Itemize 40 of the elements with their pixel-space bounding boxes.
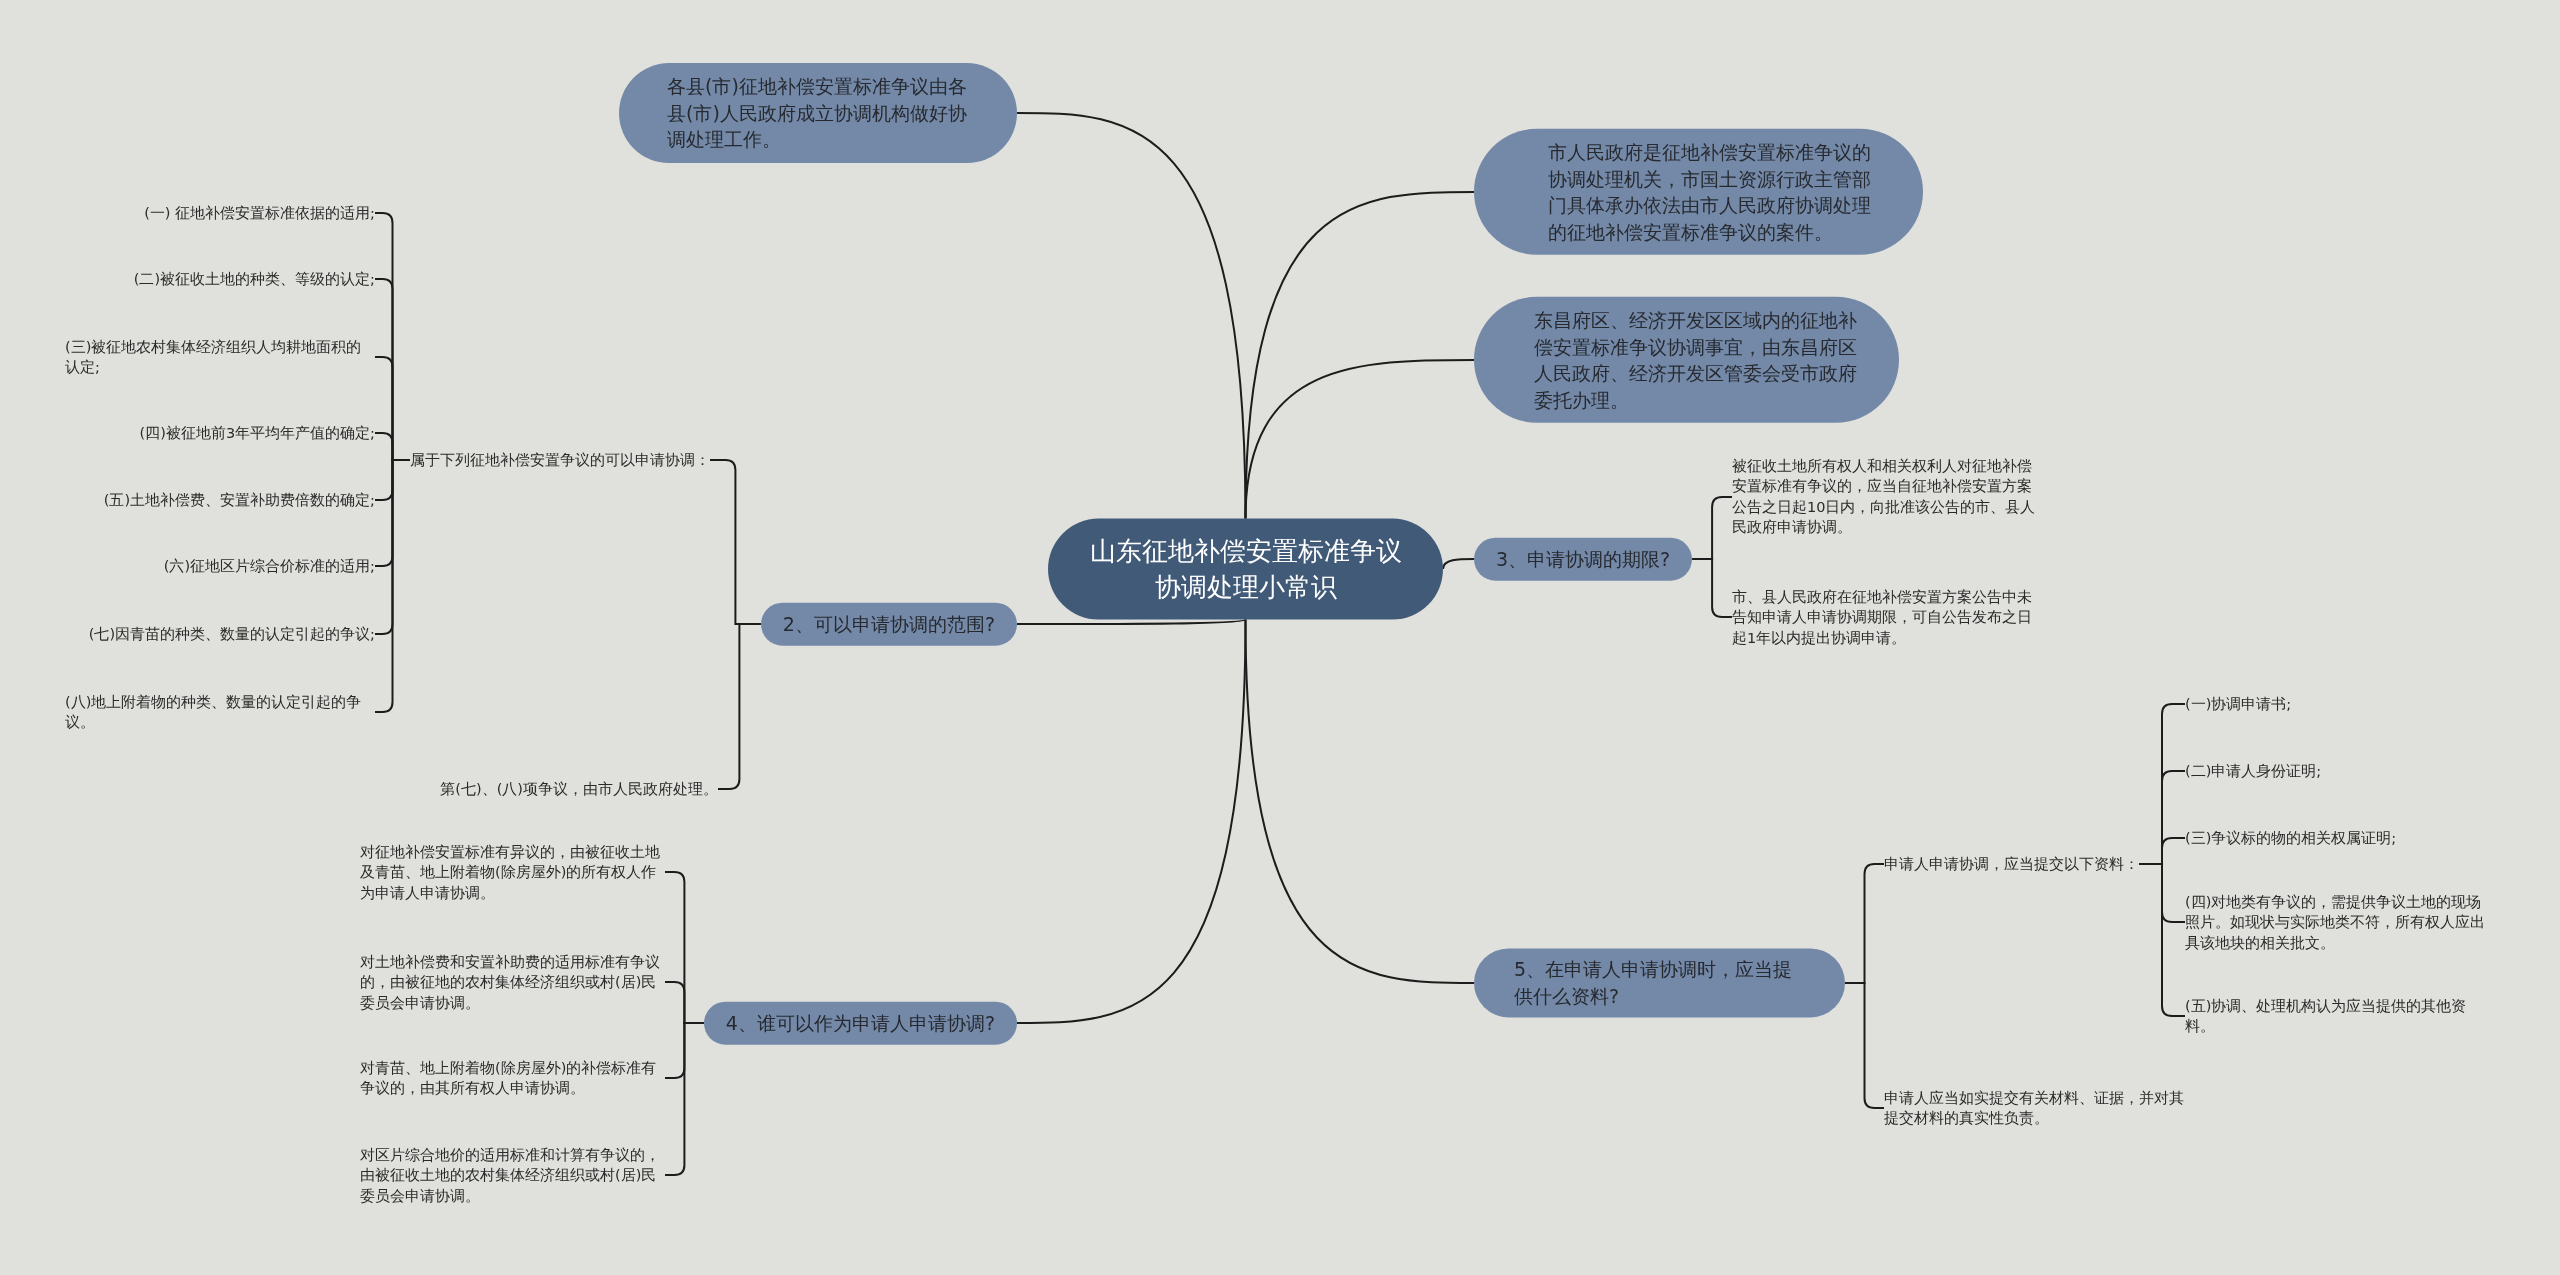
branch-text: 对区片综合地价的适用标准和计算有争议的，由被征收土地的农村集体经济组织或村(居)民委员会申请协调。 bbox=[360, 1144, 665, 1206]
branch-text: 属于下列征地补偿安置争议的可以申请协调： bbox=[410, 449, 710, 471]
connector-line bbox=[1016, 618, 1247, 1024]
topic-pill: 2、可以申请协调的范围? bbox=[760, 602, 1017, 646]
branch-text: (七)因青苗的种类、数量的认定引起的争议; bbox=[88, 623, 375, 645]
topic-pill: 4、谁可以作为申请人申请协调? bbox=[703, 1001, 1017, 1045]
connector-line bbox=[1016, 618, 1247, 625]
branch-text: (五)土地补偿费、安置补助费倍数的确定; bbox=[103, 489, 375, 511]
topic-pill: 3、申请协调的期限? bbox=[1474, 537, 1693, 581]
topic-pill: 5、在申请人申请协调时，应当提供什么资料? bbox=[1474, 948, 1845, 1018]
connector-line bbox=[1244, 191, 1475, 520]
branch-text: (四)对地类有争议的，需提供争议土地的现场照片。如现状与实际地类不符，所有权人应出具该地块的相关批文。 bbox=[2185, 891, 2495, 953]
branch-text: 被征收土地所有权人和相关权利人对征地补偿安置标准有争议的，应当自征地补偿安置方案公告之日起10日内，向批准该公告的市、县人民政府申请协调。 bbox=[1732, 456, 2037, 538]
branch-text: (六)征地区片综合价标准的适用; bbox=[163, 555, 375, 577]
branch-text: (一) 征地补偿安置标准依据的适用; bbox=[144, 202, 375, 224]
connector-line bbox=[1691, 558, 1733, 618]
branch-text: (三)被征地农村集体经济组织人均耕地面积的认定; bbox=[65, 336, 375, 378]
branch-text: (二)被征收土地的种类、等级的认定; bbox=[133, 268, 375, 290]
topic-pill: 东昌府区、经济开发区区域内的征地补偿安置标准争议协调事宜，由东昌府区人民政府、经济开发区管委会受市政府委托办理。 bbox=[1474, 296, 1899, 424]
topic-pill: 各县(市)征地补偿安置标准争议由各县(市)人民政府成立协调机构做好协调处理工作。 bbox=[619, 63, 1017, 163]
branch-text: 对青苗、地上附着物(除房屋外)的补偿标准有争议的，由其所有权人申请协调。 bbox=[360, 1057, 665, 1099]
connector-line bbox=[664, 1022, 705, 1176]
branch-text: 申请人应当如实提交有关材料、证据，并对其提交材料的真实性负责。 bbox=[1884, 1087, 2189, 1129]
connector-line bbox=[1244, 618, 1475, 984]
branch-text: (八)地上附着物的种类、数量的认定引起的争议。 bbox=[65, 691, 375, 733]
branch-text: (五)协调、处理机构认为应当提供的其他资料。 bbox=[2185, 995, 2495, 1037]
connector-line bbox=[1442, 558, 1475, 570]
branch-text: (二)申请人身份证明; bbox=[2185, 760, 2322, 782]
branch-text: (一)协调申请书; bbox=[2185, 693, 2292, 715]
topic-pill: 市人民政府是征地补偿安置标准争议的协调处理机关，市国土资源行政主管部门具体承办依法由市人民政府协调处理的征地补偿安置标准争议的案件。 bbox=[1474, 128, 1923, 256]
branch-text: 对土地补偿费和安置补助费的适用标准有争议的，由被征地的农村集体经济组织或村(居)民委员会申请协调。 bbox=[360, 951, 665, 1013]
branch-text: 第(七)、(八)项争议，由市人民政府处理。 bbox=[440, 778, 718, 800]
branch-text: 申请人申请协调，应当提交以下资料： bbox=[1884, 853, 2139, 875]
central-topic: 山东征地补偿安置标准争议协调处理小常识 bbox=[1048, 518, 1443, 620]
branch-text: 对征地补偿安置标准有异议的，由被征收土地及青苗、地上附着物(除房屋外)的所有权人作为申请人申请协调。 bbox=[360, 841, 665, 903]
branch-text: (三)争议标的物的相关权属证明; bbox=[2185, 827, 2397, 849]
branch-text: (四)被征地前3年平均年产值的确定; bbox=[139, 422, 375, 444]
branch-text: 市、县人民政府在征地补偿安置方案公告中未告知申请人申请协调期限，可自公告发布之日起1年以内提出协调申请。 bbox=[1732, 586, 2037, 648]
connector-line bbox=[1244, 359, 1475, 520]
connector-line bbox=[717, 623, 762, 790]
